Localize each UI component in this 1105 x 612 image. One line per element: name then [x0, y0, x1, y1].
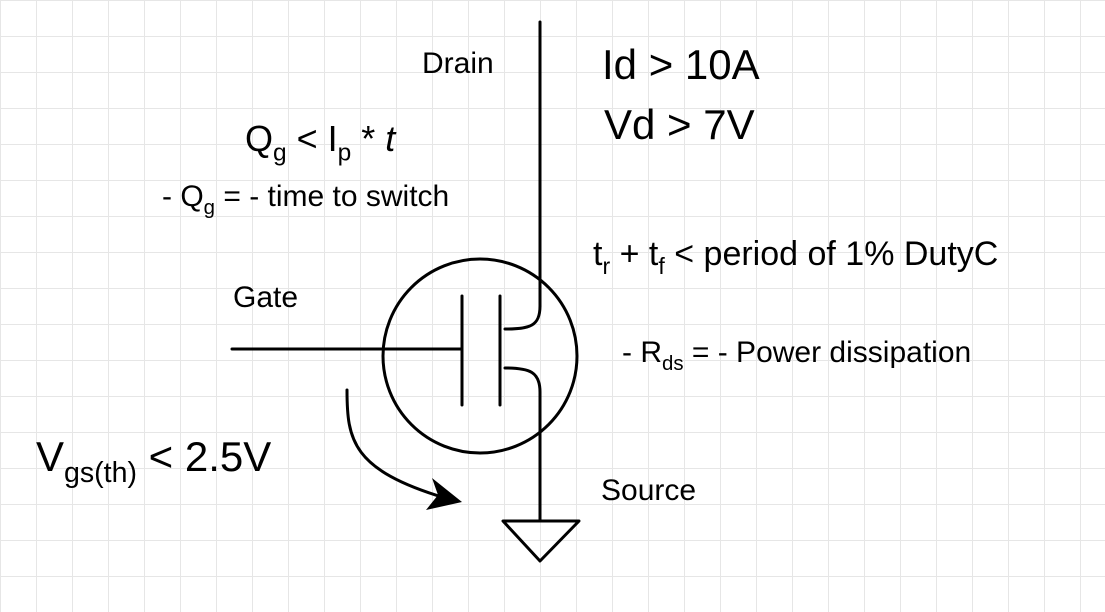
annotation-arrowhead [426, 478, 462, 510]
gate-charge-q: Q [245, 118, 274, 159]
rds-note-sub: ds [662, 352, 684, 375]
switching-rest: < period of 1% DutyC [664, 235, 999, 273]
gate-charge-i-sub: p [337, 139, 352, 167]
annotation-arrow-curve [345, 388, 447, 500]
gate-charge-t: t [385, 118, 396, 159]
gate-charge-lt: < I [286, 118, 338, 159]
drain-channel-connection [503, 304, 542, 331]
rds-note-rest: = - Power dissipation [683, 336, 972, 369]
switching-t1: t [593, 235, 603, 273]
switching-f-sub: f [658, 252, 665, 279]
vgs-sub: gs(th) [64, 456, 137, 489]
ground-symbol [501, 519, 581, 563]
drain-label: Drain [422, 47, 494, 80]
switching-time-condition: tr + tf < period of 1% DutyC [593, 235, 999, 277]
gate-charge-note-prefix: - Q [162, 180, 204, 213]
gate-charge-note: - Qg = - time to switch [162, 180, 450, 218]
vgs-v: V [36, 433, 65, 480]
switching-plus: + t [610, 235, 659, 273]
mosfet-body-circle [381, 257, 579, 455]
drain-voltage-rating: Vd > 7V [604, 101, 755, 148]
gate-charge-note-rest: = - time to switch [215, 180, 450, 213]
rds-note-prefix: - R [622, 336, 662, 369]
gate-label: Gate [233, 281, 299, 314]
switching-r-sub: r [602, 252, 611, 279]
gate-threshold-condition: Vgs(th) < 2.5V [36, 433, 272, 488]
rds-note: - Rds = - Power dissipation [622, 336, 972, 374]
drain-current-rating: Id > 10A [602, 41, 760, 88]
gate-charge-star: * [351, 118, 386, 159]
source-label: Source [601, 474, 697, 507]
vgs-rest: < 2.5V [137, 433, 272, 480]
gate-charge-q-sub: g [273, 139, 287, 167]
source-channel-connection [503, 366, 542, 522]
gate-charge-formula: Qg < Ip * t [245, 118, 396, 166]
gate-charge-note-sub: g [203, 196, 216, 219]
